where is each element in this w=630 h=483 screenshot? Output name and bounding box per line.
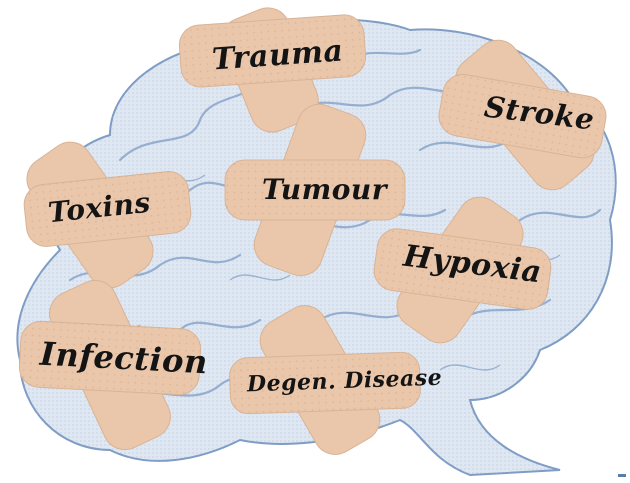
label-tumour: Tumour — [262, 173, 387, 206]
corner-mark — [618, 474, 626, 477]
